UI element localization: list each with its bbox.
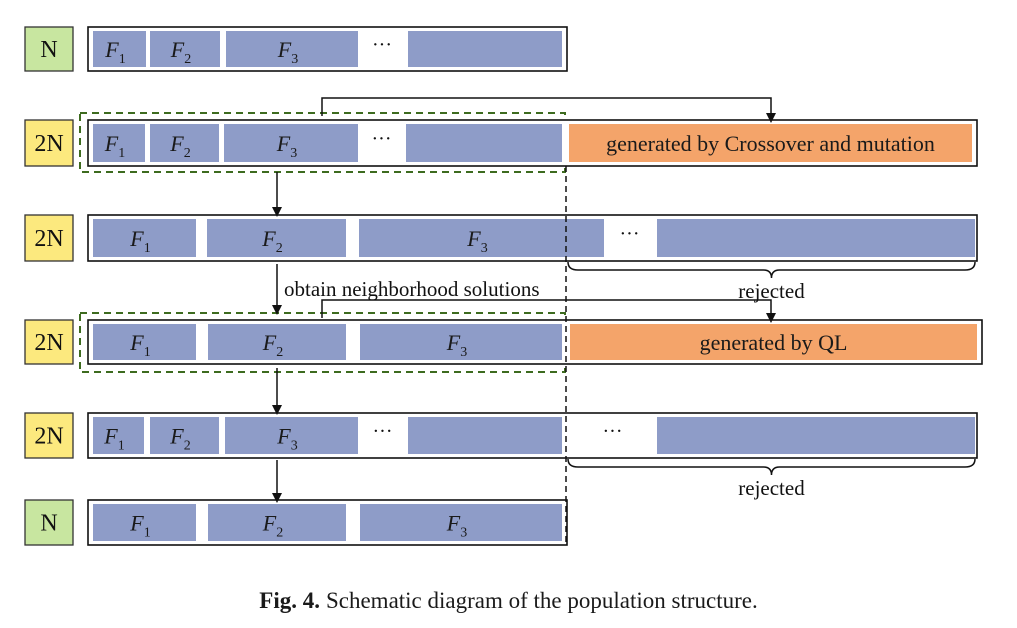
population-row-1 xyxy=(24,26,568,72)
population-row-2 xyxy=(24,119,978,167)
population-size-label-box xyxy=(24,119,74,167)
ellipsis-dots: ··· xyxy=(620,223,640,245)
rejected-label-2: rejected xyxy=(738,476,805,500)
population-size-label: 2N xyxy=(34,131,63,157)
solution-block xyxy=(657,417,975,454)
front-block-f2 xyxy=(208,324,346,360)
population-size-label: N xyxy=(40,511,57,537)
front-block-f2 xyxy=(150,31,220,67)
rejected-label-1: rejected xyxy=(738,279,805,303)
front-block-f1 xyxy=(93,504,196,541)
neighborhood-annotation: obtain neighborhood solutions xyxy=(284,277,540,301)
population-size-label: 2N xyxy=(34,330,63,356)
front-block-f1 xyxy=(93,417,144,454)
population-row-6 xyxy=(24,499,568,546)
ellipsis-dots: ··· xyxy=(372,128,392,150)
rejected-brace-1 xyxy=(567,261,976,279)
front-block-f3 xyxy=(359,219,604,257)
figure-caption: Fig. 4.Schematic diagram of the populati… xyxy=(0,588,1017,614)
population-size-label-box xyxy=(24,499,74,546)
solution-block xyxy=(406,124,562,162)
front-block-f3 xyxy=(360,324,562,360)
population-size-label: N xyxy=(40,37,57,63)
front-block-f2 xyxy=(208,504,346,541)
population-size-label: 2N xyxy=(34,424,63,450)
population-size-label-box xyxy=(24,214,74,262)
generated-offspring-label: generated by Crossover and mutation xyxy=(606,131,935,156)
front-block-f2 xyxy=(150,124,219,162)
generated-offspring-block xyxy=(569,124,972,162)
front-block-f3 xyxy=(224,124,358,162)
ellipsis-dots: ··· xyxy=(603,421,623,443)
solution-block xyxy=(408,417,562,454)
population-row-4 xyxy=(24,319,983,365)
generated-offspring-label: generated by QL xyxy=(700,330,848,355)
front-block-f1 xyxy=(93,324,196,360)
caption-label: Fig. 4. xyxy=(259,588,320,613)
front-block-f3 xyxy=(360,504,562,541)
population-size-label: 2N xyxy=(34,226,63,252)
solution-block xyxy=(657,219,975,257)
population-row-3 xyxy=(24,214,978,262)
caption-text: Schematic diagram of the population stru… xyxy=(325,588,758,613)
copy-arrow-2 xyxy=(321,299,776,323)
population-size-label-box xyxy=(24,412,74,459)
generated-offspring-block xyxy=(570,324,977,360)
solution-block xyxy=(408,31,562,67)
front-block-f3 xyxy=(226,31,358,67)
front-block-f1 xyxy=(93,31,146,67)
front-block-f3 xyxy=(225,417,358,454)
front-block-f2 xyxy=(207,219,346,257)
population-size-label-box xyxy=(24,319,74,365)
population-row-5 xyxy=(24,412,978,459)
copy-arrow-1 xyxy=(321,97,776,123)
population-size-label-box xyxy=(24,26,74,72)
front-block-f1 xyxy=(93,124,145,162)
front-block-f2 xyxy=(150,417,219,454)
ellipsis-dots: ··· xyxy=(372,34,392,56)
rejected-brace-2 xyxy=(567,458,976,476)
front-block-f1 xyxy=(93,219,196,257)
ellipsis-dots: ··· xyxy=(373,421,393,443)
